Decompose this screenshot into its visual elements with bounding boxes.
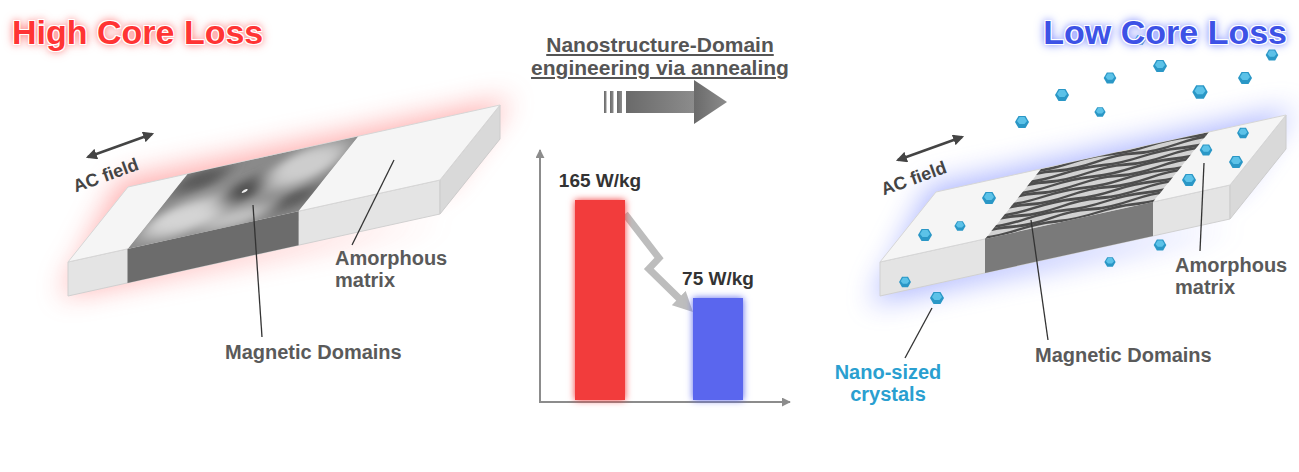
ac-field-arrow (88, 134, 152, 157)
leader-line (352, 160, 394, 245)
part-label: Nano-sized crystals (818, 362, 958, 405)
part-label: Magnetic Domains (1035, 345, 1212, 367)
process-title: Nanostructure-Domain engineering via ann… (495, 34, 825, 79)
domain-stripes-right (985, 179, 1182, 227)
nano-crystal (954, 221, 965, 231)
domain-stripes-right (1015, 134, 1209, 182)
process-arrow (626, 91, 695, 113)
process-arrow (604, 91, 607, 113)
process-arrow (610, 91, 614, 113)
nano-crystal (1104, 257, 1115, 267)
nano-crystal (1238, 72, 1252, 84)
zigzag-arrow (625, 214, 684, 304)
blue-glow (870, 108, 1294, 304)
leader-line (1200, 163, 1204, 251)
domain-pattern-left (166, 162, 237, 197)
chart-axis (539, 150, 541, 402)
leader-line (253, 205, 262, 337)
nano-crystal (1182, 174, 1196, 186)
nano-crystal (1094, 107, 1105, 117)
ribbon-left (68, 105, 500, 296)
nano-crystal (982, 192, 996, 204)
field-label: AC field (71, 155, 142, 197)
nano-crystal (1266, 50, 1279, 61)
red-glow (58, 98, 512, 296)
domain-pattern-left (267, 183, 325, 214)
chart-axis (539, 150, 790, 402)
domain-pattern-left (128, 136, 359, 249)
state-heading: High Core Loss (12, 14, 263, 51)
domain-pattern-left (194, 200, 275, 235)
part-label: Amorphous matrix (1175, 255, 1293, 298)
nano-crystal (899, 277, 911, 287)
nano-crystal (1237, 128, 1249, 138)
nano-crystal (1015, 116, 1029, 128)
nano-crystal (1229, 156, 1243, 168)
leader-line (1031, 220, 1048, 340)
value-label: 75 W/kg (682, 268, 754, 290)
process-arrow (694, 80, 727, 124)
bar-high-loss: 165 W/kg (575, 200, 625, 400)
ac-field-arrow (898, 137, 962, 160)
nano-crystal (918, 229, 932, 241)
domain-pattern-left (128, 136, 359, 249)
bar-low-loss: 75 W/kg (693, 298, 743, 400)
domain-stripes-right (997, 156, 1200, 204)
process-arrow (604, 80, 727, 124)
part-label: Amorphous matrix (335, 248, 470, 291)
nano-crystal (930, 292, 944, 304)
process-arrow (617, 91, 622, 113)
nano-crystal (1153, 60, 1167, 72)
nano-crystal (1154, 240, 1167, 251)
part-label: Magnetic Domains (225, 342, 402, 364)
domain-stripes-right (965, 126, 1232, 243)
domain-pattern-left (128, 136, 359, 249)
nano-crystal (1192, 85, 1207, 98)
domain-pattern-left (253, 136, 359, 194)
domain-stripes-right (1029, 132, 1209, 173)
value-label: 165 W/kg (559, 170, 641, 192)
nano-crystal (1104, 73, 1117, 84)
leader-line (905, 308, 932, 358)
nano-crystal (1055, 89, 1069, 101)
nano-crystal (1200, 145, 1213, 156)
domain-stripes-right (985, 132, 1209, 239)
field-label: AC field (879, 158, 950, 200)
domain-stripes-right (1020, 138, 1209, 185)
domain-pattern-left (122, 134, 363, 251)
domain-pattern-left (241, 189, 249, 194)
chart-axis (539, 401, 790, 403)
state-heading: Low Core Loss (1043, 14, 1287, 51)
domain-stripes-right (988, 167, 1191, 215)
domain-stripes-right (1006, 145, 1209, 193)
